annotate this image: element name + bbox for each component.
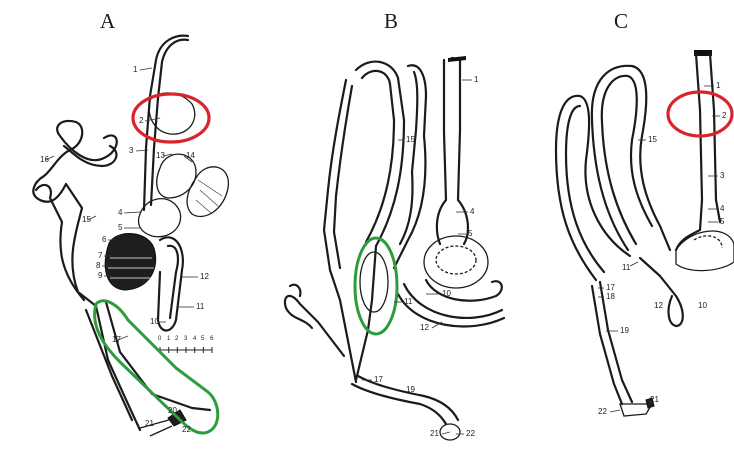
b-label: 21	[430, 429, 439, 438]
a-label: 15	[82, 215, 91, 224]
panel-c: C 1 2 15 3 4 5 11 17 18 12	[556, 9, 734, 416]
a-esophagus	[144, 36, 188, 210]
scale-tick: 5	[201, 336, 204, 342]
c-tube-19	[600, 282, 632, 402]
scale-bar	[160, 347, 212, 353]
c-esophagus-right	[710, 54, 720, 222]
b-esophagus-cap	[448, 56, 466, 62]
a-label: 8	[96, 261, 101, 270]
scale-tick: 1	[167, 336, 170, 342]
b-spur	[285, 296, 344, 356]
b-spur-tip	[290, 285, 300, 296]
panel-a-letter: A	[100, 9, 116, 33]
b-label: 19	[406, 385, 415, 394]
panel-b: B 1 15 4 5 10 11	[285, 9, 504, 440]
scale-tick: 2	[175, 336, 178, 342]
a-coil-outer	[33, 121, 116, 306]
c-esophagus-left	[676, 54, 702, 250]
a-lobe-2	[187, 167, 228, 217]
b-label: 12	[420, 323, 429, 332]
c-label: 11	[622, 263, 631, 272]
b-label: 11	[404, 297, 413, 306]
b-stomach	[424, 236, 488, 288]
b-label: 15	[406, 135, 415, 144]
c-label: 4	[720, 204, 725, 213]
b-label: 5	[468, 229, 473, 238]
a-label: 1	[133, 65, 138, 74]
b-label: 4	[470, 207, 475, 216]
a-red-highlight	[133, 94, 209, 142]
panel-a: A	[33, 9, 228, 436]
c-stomach	[676, 231, 734, 271]
panel-c-letter: C	[614, 9, 628, 33]
a-label: 11	[196, 302, 205, 311]
c-label: 18	[606, 292, 615, 301]
a-label: 6	[102, 235, 107, 244]
a-label: 7	[98, 251, 103, 260]
a-label: 10	[150, 317, 159, 326]
c-loop-left-inner	[566, 106, 604, 272]
a-gizzard	[105, 234, 156, 291]
b-number-labels: 1 15 4 5 10 11 12 17 19 21 22	[374, 75, 479, 438]
b-label: 17	[374, 375, 383, 384]
b-esophagus	[452, 58, 468, 244]
c-label: 1	[716, 81, 721, 90]
c-lower-loop	[640, 258, 683, 326]
scale-tick: 6	[210, 336, 213, 342]
c-label: 2	[722, 111, 727, 120]
b-label: 1	[474, 75, 479, 84]
c-label: 17	[606, 283, 615, 292]
c-label: 22	[598, 407, 607, 416]
a-label: 20	[168, 406, 177, 415]
b-label: 10	[442, 289, 451, 298]
a-label: 3	[129, 146, 134, 155]
b-label: 22	[466, 429, 475, 438]
scale-tick: 3	[184, 336, 187, 342]
a-label: 9	[98, 271, 103, 280]
c-tube-19-outer	[592, 286, 622, 404]
b-esophagus-left	[437, 60, 446, 244]
a-label: 4	[118, 208, 123, 217]
c-label: 12	[654, 301, 663, 310]
b-lower-tube-2	[358, 376, 458, 420]
b-loop-left-inner	[334, 86, 352, 268]
c-loop-15-inner	[602, 76, 652, 244]
a-label: 5	[118, 223, 123, 232]
a-coil-inner	[36, 146, 116, 300]
a-label: 2	[139, 116, 144, 125]
c-label: 10	[698, 301, 707, 310]
scale-tick: 0	[158, 336, 161, 342]
c-label: 15	[648, 135, 657, 144]
scale-tick: 4	[193, 336, 196, 342]
a-label: 21	[145, 419, 154, 428]
c-label: 19	[620, 326, 629, 335]
b-bottom-loop	[404, 284, 502, 318]
scale-bar-ticks: 0 1 2 3 4 5 6	[156, 336, 220, 346]
c-stomach-inner	[694, 236, 722, 248]
b-loop-right	[394, 65, 426, 268]
a-label: 16	[40, 155, 49, 164]
c-label: 5	[720, 217, 725, 226]
b-stomach-inner	[436, 246, 476, 274]
a-label: 22	[182, 425, 191, 434]
a-label: 12	[200, 272, 209, 281]
c-label: 3	[720, 171, 725, 180]
panel-b-letter: B	[384, 9, 398, 33]
c-label: 21	[650, 395, 659, 404]
